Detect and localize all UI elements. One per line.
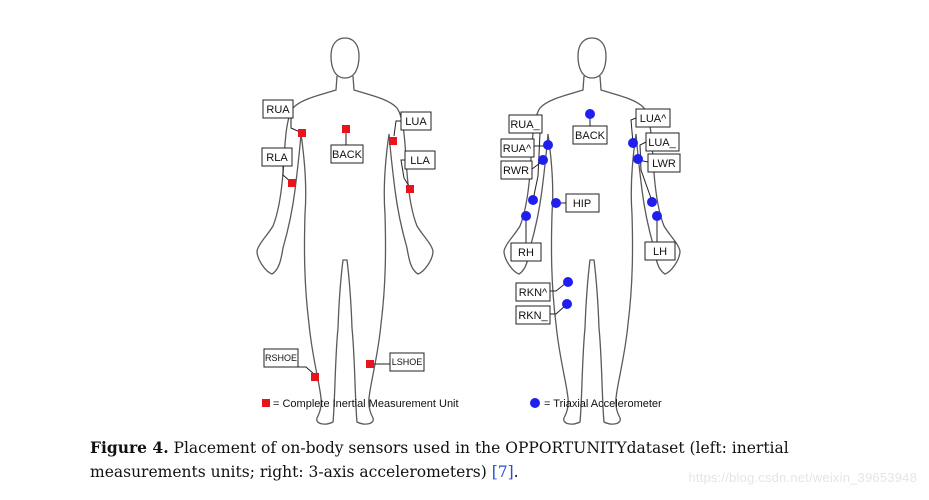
label-lua-lower: LUA_ — [648, 137, 676, 149]
label-rua-upper: RUA^ — [503, 143, 532, 155]
label-lua-upper: LUA^ — [640, 113, 667, 125]
acc-marker-lua-lower — [647, 197, 657, 207]
caption-text: Placement of on-body sensors used in the… — [90, 439, 789, 481]
label-lshoe: LSHOE — [392, 357, 423, 367]
right-body-figure — [503, 37, 681, 425]
label-rh: RH — [518, 247, 534, 259]
imu-marker-rshoe — [311, 373, 319, 381]
imu-marker-lshoe — [366, 360, 374, 368]
right-sensor-labels: RUA_ RUA^ RWR BACK HIP LUA^ LUA_ LWR RH — [500, 108, 681, 325]
imu-marker-back — [342, 125, 350, 133]
label-rwr: RWR — [503, 165, 529, 177]
figure-caption: Figure 4. Placement of on-body sensors u… — [90, 436, 870, 484]
imu-marker-lla — [406, 185, 414, 193]
legend-imu-swatch — [262, 399, 270, 407]
legend-acc-label: = Triaxial Accelerometer — [544, 398, 662, 410]
imu-marker-rla — [288, 179, 296, 187]
legend-imu-label: = Complete Inertial Measurement Unit — [273, 398, 459, 410]
label-lh: LH — [653, 246, 667, 258]
acc-marker-rua-upper — [543, 140, 553, 150]
acc-marker-lwr — [633, 154, 643, 164]
left-sensor-labels: RUA RLA BACK LUA LLA RSHOE LSHOE — [261, 99, 436, 376]
imu-sensor-markers — [288, 125, 414, 381]
acc-marker-rwr — [538, 155, 548, 165]
acc-marker-rh — [521, 211, 531, 221]
accelerometer-markers — [521, 109, 662, 309]
label-lua: LUA — [405, 116, 427, 128]
label-rua-lower: RUA_ — [510, 119, 540, 131]
imu-marker-rua — [298, 129, 306, 137]
label-back-right: BACK — [575, 130, 606, 142]
caption-end: . — [513, 463, 519, 481]
label-rshoe: RSHOE — [265, 353, 297, 363]
label-rua: RUA — [266, 104, 290, 116]
label-lla: LLA — [410, 155, 430, 167]
legend-acc-swatch — [530, 398, 540, 408]
acc-marker-back — [585, 109, 595, 119]
label-rkn-lower: RKN_ — [518, 310, 548, 322]
citation-link[interactable]: [7] — [491, 463, 514, 481]
acc-marker-rkn-lower — [562, 299, 572, 309]
acc-marker-lh — [652, 211, 662, 221]
acc-marker-rua-lower — [528, 195, 538, 205]
label-rla: RLA — [266, 152, 288, 164]
label-lwr: LWR — [652, 158, 676, 170]
caption-label: Figure 4. — [90, 438, 169, 457]
label-back-left: BACK — [332, 149, 363, 161]
label-hip: HIP — [573, 198, 591, 210]
acc-marker-rkn-upper — [563, 277, 573, 287]
acc-marker-hip — [551, 198, 561, 208]
watermark: https://blog.csdn.net/weixin_39653948 — [688, 470, 917, 485]
imu-marker-lua — [389, 137, 397, 145]
acc-marker-lua-upper — [628, 138, 638, 148]
label-rkn-upper: RKN^ — [519, 287, 548, 299]
legend: = Complete Inertial Measurement Unit = T… — [262, 398, 662, 410]
